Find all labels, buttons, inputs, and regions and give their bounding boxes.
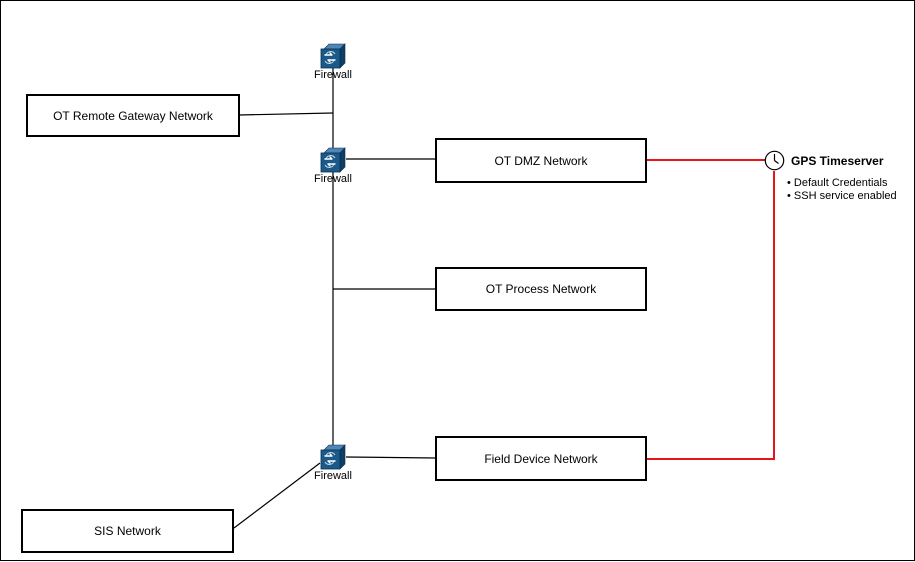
remote-gateway-network-label: OT Remote Gateway Network — [53, 108, 213, 123]
firewall-middle-label: Firewall — [314, 173, 352, 185]
link-remote-gateway-to-backbone — [238, 112, 334, 116]
field-device-network-box: Field Device Network — [435, 436, 647, 481]
remote-gateway-network-box: OT Remote Gateway Network — [26, 94, 240, 137]
process-network-box: OT Process Network — [435, 267, 647, 311]
gps-timeserver-notes: Default Credentials SSH service enabled — [787, 177, 897, 203]
clock-icon — [764, 150, 785, 171]
gps-note-item: SSH service enabled — [787, 190, 897, 203]
sis-network-label: SIS Network — [94, 524, 161, 538]
link-field-to-gps — [646, 171, 775, 460]
firewall-top-label: Firewall — [314, 69, 352, 81]
dmz-network-box: OT DMZ Network — [435, 138, 647, 183]
process-network-label: OT Process Network — [485, 282, 597, 296]
field-device-network-label: Field Device Network — [484, 451, 598, 466]
firewall-icon — [320, 43, 346, 69]
link-firewall-to-field — [345, 456, 437, 459]
firewall-icon — [320, 147, 346, 173]
gps-timeserver-title: GPS Timeserver — [791, 154, 884, 168]
firewall-icon — [320, 444, 346, 470]
firewall-bottom-label: Firewall — [314, 470, 352, 482]
firewall-bottom: Firewall — [311, 444, 355, 483]
dmz-network-label: OT DMZ Network — [494, 153, 588, 168]
firewall-middle: Firewall — [311, 147, 355, 186]
gps-note-item: Default Credentials — [787, 177, 897, 190]
link-firewall-to-sis — [233, 462, 321, 529]
firewall-top: Firewall — [311, 43, 355, 82]
sis-network-box: SIS Network — [21, 509, 234, 553]
